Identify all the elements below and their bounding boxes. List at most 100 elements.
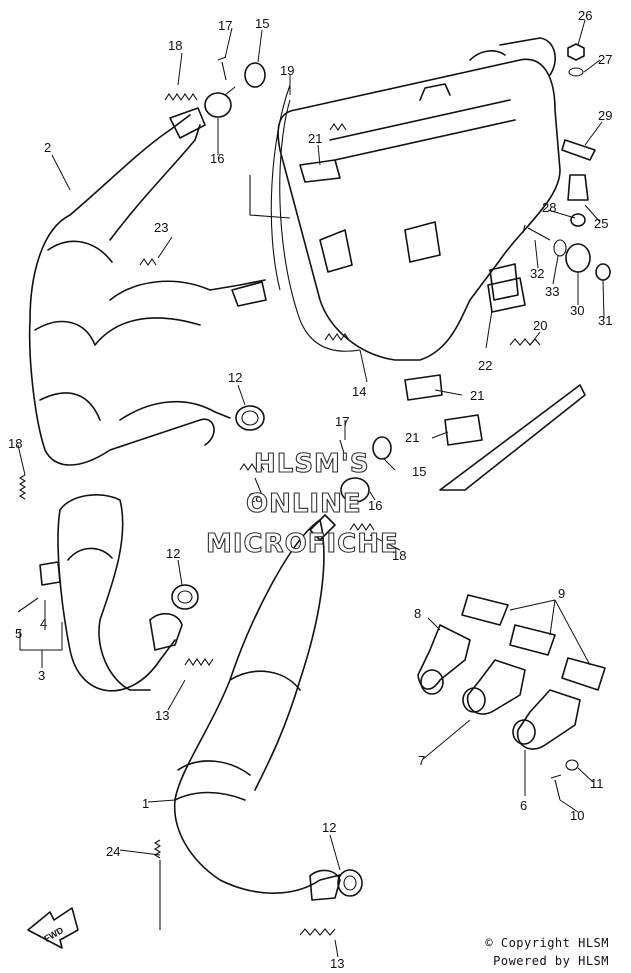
washer-27[interactable] <box>568 67 584 77</box>
spring-21top[interactable] <box>329 123 347 131</box>
copyright-line: © Copyright HLSM <box>485 936 609 950</box>
damper-30[interactable] <box>565 243 591 273</box>
part-label: 16 <box>368 498 382 513</box>
fwd-label: FWD <box>42 925 65 944</box>
nut-28[interactable] <box>570 213 586 227</box>
watermark: HLSM'S ONLINE MICROFICHE <box>205 448 399 559</box>
gasket-12b[interactable] <box>171 584 199 610</box>
part-label: 28 <box>542 200 556 215</box>
watermark-line3: MICROFICHE <box>206 529 399 559</box>
gasket-9a[interactable] <box>461 594 509 626</box>
bracket-29[interactable] <box>561 139 596 161</box>
part-label: 1 <box>142 796 149 811</box>
part-label: 18 <box>168 38 182 53</box>
powered-by-line: Powered by HLSM <box>493 954 609 968</box>
part-label: 31 <box>598 313 612 328</box>
stay-bracket[interactable] <box>439 384 586 491</box>
part-label: 10 <box>570 808 584 823</box>
manifold-6[interactable] <box>512 689 581 750</box>
nut-26[interactable] <box>567 43 585 61</box>
spring-20[interactable] <box>509 338 541 346</box>
hoses-19[interactable] <box>270 84 291 291</box>
part-label: 14 <box>352 384 366 399</box>
gasket-12a[interactable] <box>235 405 265 431</box>
damper-22[interactable] <box>487 277 526 313</box>
fwd-arrow: FWD <box>27 907 79 949</box>
part-label: 20 <box>533 318 547 333</box>
gasket-9c[interactable] <box>561 657 606 691</box>
part-label: 18 <box>392 548 406 563</box>
part-label: 17 <box>218 18 232 33</box>
grommet-15b[interactable] <box>372 436 392 460</box>
watermark-line1: HLSM'S <box>254 449 370 479</box>
part-label: 21 <box>405 430 419 445</box>
spring-13a[interactable] <box>184 658 214 666</box>
damper-21c[interactable] <box>444 414 483 446</box>
manifold-7[interactable] <box>462 659 526 715</box>
expansion-chamber-2[interactable] <box>28 107 267 466</box>
part-label: 2 <box>44 140 51 155</box>
spring-24[interactable] <box>153 839 162 930</box>
watermark-line2: ONLINE <box>246 489 362 519</box>
spring-18a[interactable] <box>164 93 198 101</box>
part-label: 19 <box>280 63 294 78</box>
clamp-16b[interactable] <box>340 477 370 503</box>
part-label: 6 <box>520 798 527 813</box>
spring-13b[interactable] <box>299 928 336 936</box>
part-label: 25 <box>594 216 608 231</box>
part-label: 23 <box>154 220 168 235</box>
part-labels: 1 2 3 4 5 6 7 8 9 10 11 12 12 12 13 13 1… <box>8 8 612 971</box>
spring-14[interactable] <box>324 333 350 341</box>
bolt-5[interactable] <box>17 597 39 613</box>
collar-31[interactable] <box>595 263 611 281</box>
washer-11[interactable] <box>565 759 579 771</box>
part-label: 15 <box>255 16 269 31</box>
part-label: 17 <box>335 414 349 429</box>
part-label: 12 <box>322 820 336 835</box>
gasket-12c[interactable] <box>337 869 363 897</box>
bolt-32[interactable] <box>522 224 551 241</box>
silencer-14[interactable] <box>249 37 561 361</box>
part-label: 30 <box>570 303 584 318</box>
expansion-chamber-3[interactable] <box>57 494 183 692</box>
part-label: 18 <box>248 490 262 505</box>
clamp-16a[interactable] <box>204 86 236 118</box>
bolt-10[interactable] <box>550 774 562 801</box>
spring-18d[interactable] <box>349 523 375 531</box>
part-label: 13 <box>155 708 169 723</box>
part-label: 22 <box>478 358 492 373</box>
gasket-9b[interactable] <box>509 624 556 656</box>
part-label: 12 <box>166 546 180 561</box>
bolt-17b[interactable] <box>339 439 347 461</box>
part-label: 5 <box>15 626 22 641</box>
part-label: 16 <box>210 151 224 166</box>
part-label: 3 <box>38 668 45 683</box>
grommet-15a[interactable] <box>244 62 266 88</box>
spring-18c[interactable] <box>239 463 265 471</box>
part-label: 24 <box>106 844 120 859</box>
expansion-chamber-1[interactable] <box>173 514 341 901</box>
damper-21a[interactable] <box>299 159 341 183</box>
manifold-8[interactable] <box>417 624 471 695</box>
part-label: 26 <box>578 8 592 23</box>
leader-lines <box>17 19 605 958</box>
part-label: 32 <box>530 266 544 281</box>
damper-21b[interactable] <box>404 374 443 401</box>
damper-25[interactable] <box>567 174 589 201</box>
part-label: 8 <box>414 606 421 621</box>
spring-18b[interactable] <box>18 474 27 500</box>
part-label: 27 <box>598 52 612 67</box>
washer-33[interactable] <box>553 239 567 257</box>
part-label: 21 <box>308 131 322 146</box>
part-label: 15 <box>412 464 426 479</box>
part-label: 21 <box>470 388 484 403</box>
part-label: 33 <box>545 284 559 299</box>
spring-23[interactable] <box>139 258 157 266</box>
damper-4[interactable] <box>39 561 61 586</box>
bolt-17a[interactable] <box>217 56 227 81</box>
part-label: 12 <box>228 370 242 385</box>
part-label: 29 <box>598 108 612 123</box>
part-label: 7 <box>418 753 425 768</box>
part-label: 13 <box>330 956 344 971</box>
